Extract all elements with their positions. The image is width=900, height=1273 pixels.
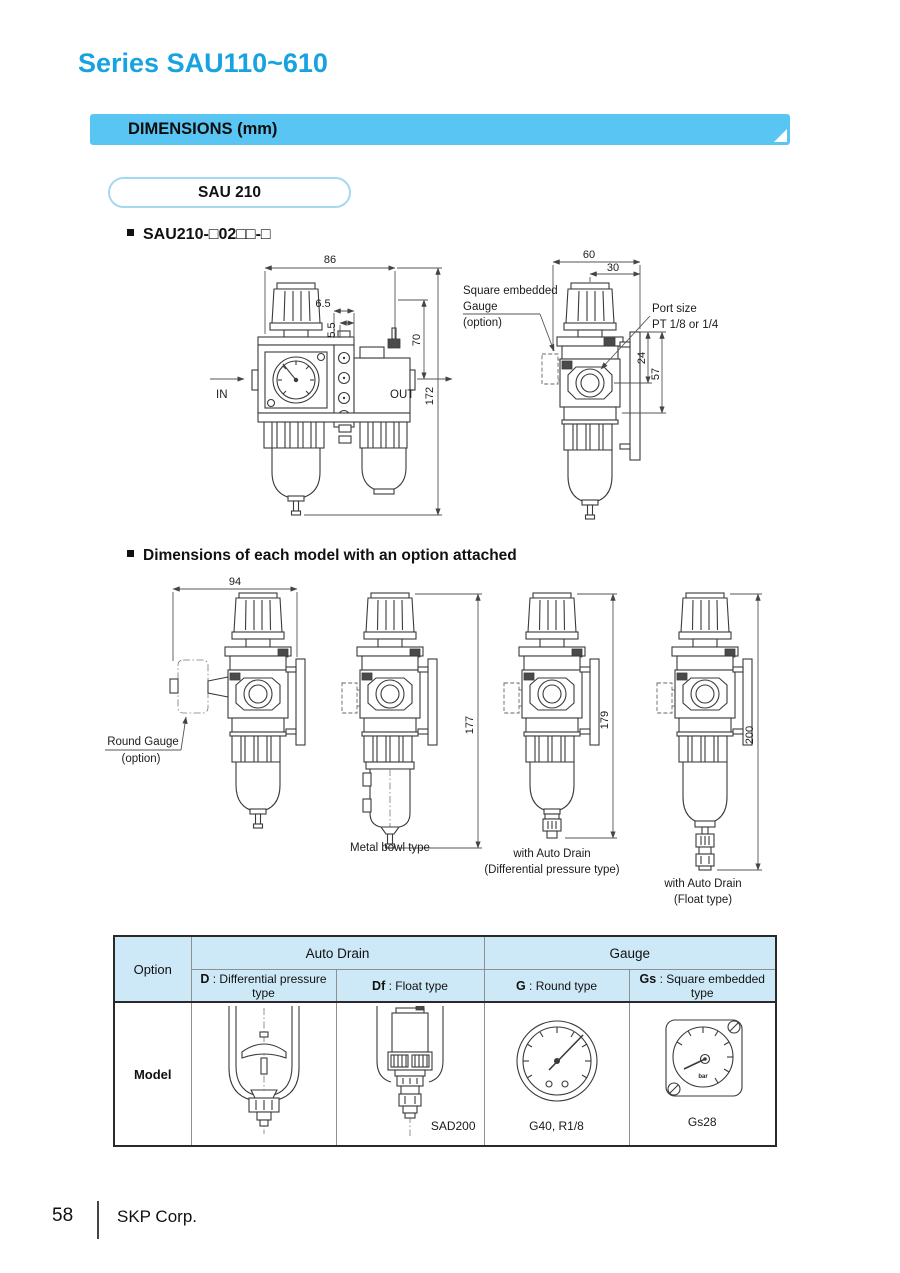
auto-drain-dp-label-2: (Differential pressure type) [484, 864, 619, 876]
square-gauge-label-1: Square embedded [463, 285, 558, 297]
label-g: : Round type [525, 978, 598, 993]
model-code: SAU210-□02□□-□ [143, 226, 271, 243]
auto-drain-float-label-1: with Auto Drain [663, 878, 741, 890]
model-header-cell: Model [113, 1001, 192, 1147]
code-d: D [200, 971, 210, 986]
auto-drain-group-header: Auto Drain [190, 935, 485, 970]
model-cell-gs: bar Gs28 [628, 1001, 777, 1147]
label-df: : Float type [385, 978, 448, 993]
unit-metal-bowl-drawing [341, 592, 438, 849]
auto-drain-dp-icon [227, 1005, 300, 1134]
dim-70: 70 [411, 334, 423, 346]
bullet-square-icon [127, 550, 134, 557]
unit-auto-drain-dp-drawing [503, 592, 600, 839]
auto-drain-float-icon [376, 1005, 444, 1136]
square-gauge-label-3: (option) [463, 317, 502, 329]
section2-title: Dimensions of each model with an option … [143, 547, 517, 564]
option-header-cell: Option [113, 935, 192, 1003]
col-header-gs: Gs : Square embedded type [628, 969, 777, 1003]
caption-gs28: Gs28 [687, 1115, 717, 1129]
dim-60: 60 [583, 249, 595, 261]
combo-unit-drawing [251, 282, 416, 516]
gauge-unit-label: bar [699, 1074, 709, 1080]
col-header-d: D : Differential pressure type [190, 969, 337, 1003]
dim-86: 86 [324, 254, 336, 266]
unit-auto-drain-float-drawing [656, 592, 753, 871]
dim-24: 24 [636, 352, 648, 364]
page-title: Series SAU110~610 [78, 48, 328, 78]
round-gauge-ticks [278, 361, 314, 395]
square-gauge-label-2: Gauge [463, 301, 498, 313]
model-cell-df: SAD200 [335, 1001, 485, 1147]
col-header-df: Df : Float type [335, 969, 485, 1003]
dim-6-5: 6.5 [315, 298, 330, 310]
port-size-label-2: PT 1/8 or 1/4 [652, 319, 719, 331]
folded-corner-icon [774, 129, 787, 142]
code-gs: Gs [639, 971, 657, 986]
company-name: SKP Corp. [117, 1207, 198, 1226]
model-cell-g: G40, R1/8 [483, 1001, 630, 1147]
figure-2: 94 177 179 200 Round Gauge (option) Meta… [105, 576, 762, 906]
col-header-g: G : Round type [483, 969, 630, 1003]
page-number: 58 [52, 1205, 74, 1226]
dim-30: 30 [607, 262, 619, 274]
dimensions-section-bar: DIMENSIONS (mm) [90, 114, 790, 145]
dim-57: 57 [650, 368, 662, 380]
square-gauge-icon: bar [665, 1018, 743, 1097]
side-view-drawing [541, 282, 641, 520]
dim-94: 94 [229, 576, 241, 588]
metal-bowl-label: Metal bowl type [350, 842, 430, 854]
gauge-group-header: Gauge [483, 935, 777, 970]
round-gauge-icon [515, 1019, 598, 1102]
model-pill: SAU 210 [108, 177, 351, 208]
dim-177: 177 [464, 716, 476, 734]
option-table: Option Auto Drain Gauge D : Differential… [113, 935, 778, 1147]
round-gauge-label-1: Round Gauge [107, 736, 179, 748]
dim-5-5: 5.5 [326, 322, 338, 337]
bullet-square-icon [127, 229, 134, 236]
dim-179: 179 [599, 711, 611, 729]
auto-drain-dp-label-1: with Auto Drain [512, 848, 590, 860]
label-gs: : Square embedded type [656, 971, 765, 1000]
model-cell-d [190, 1001, 337, 1147]
caption-g40: G40, R1/8 [529, 1119, 584, 1133]
dim-172: 172 [424, 387, 436, 405]
model-code-line: SAU210-□02□□-□ [127, 226, 271, 244]
flow-in-label: IN [216, 389, 228, 401]
flow-out-label: OUT [390, 389, 414, 401]
side-view-dimensions: 60 30 24 57 Square embedded Gauge (optio… [463, 249, 719, 414]
combo-dimensions: 86 6.5 5.5 70 172 IN OUT [210, 254, 453, 516]
dim-200: 200 [744, 726, 756, 744]
round-gauge-label-2: (option) [122, 753, 161, 765]
caption-sad200: SAD200 [430, 1119, 476, 1133]
label-d: : Differential pressure type [209, 971, 327, 1000]
section2-title-line: Dimensions of each model with an option … [127, 547, 517, 565]
port-size-label-1: Port size [652, 303, 697, 315]
figure2-dimensions: 94 177 179 200 Round Gauge (option) Meta… [105, 576, 762, 906]
dimensions-section-label: DIMENSIONS (mm) [128, 120, 278, 138]
code-df: Df [372, 978, 386, 993]
footer-divider [97, 1201, 99, 1239]
figure-1: 86 6.5 5.5 70 172 IN OUT [210, 249, 719, 520]
code-g: G [515, 978, 526, 993]
unit-round-gauge-drawing [169, 592, 306, 829]
auto-drain-float-label-2: (Float type) [674, 894, 732, 906]
